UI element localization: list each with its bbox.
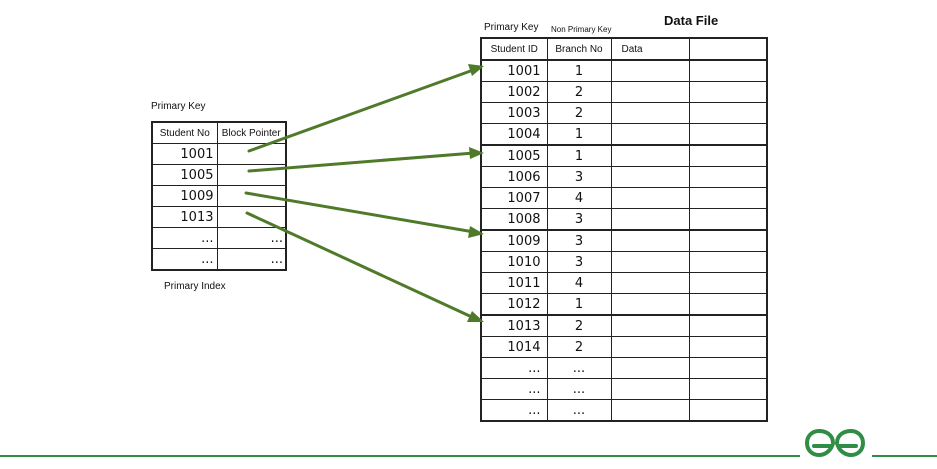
data-cell-extra [688,187,768,209]
data-student-id: 1008 [480,208,548,231]
arrowhead-1005 [469,147,484,159]
index-row: ...... [151,227,287,249]
data-cell-extra [688,102,768,124]
footer-line-left [0,455,800,457]
data-file-title: Data File [664,13,719,28]
index-student-no: ... [151,248,218,271]
data-row: ...... [480,399,768,422]
data-header-row: Student ID Branch No Data [480,37,768,61]
index-student-no: ... [151,227,218,249]
index-student-no: 1001 [151,143,218,165]
geeksforgeeks-logo-icon [804,428,866,458]
arrowhead-1009 [468,226,484,238]
index-header-row: Student No Block Pointer [151,121,287,144]
index-block-pointer: ... [216,248,287,271]
arrow-1001 [247,67,478,153]
data-branch-no: 2 [546,102,612,124]
index-block-pointer: ... [216,227,287,249]
index-row: ...... [151,248,287,271]
arrowhead-1001 [468,64,484,76]
data-caption-primary-key: Primary Key [484,22,539,33]
data-cell-extra [688,272,768,294]
data-row: ...... [480,378,768,400]
arrow-1013 [245,211,476,320]
index-caption-primary-key: Primary Key [151,101,206,112]
data-caption-non-primary-key: Non Primary Key [551,25,612,34]
data-student-id: ... [480,378,548,400]
arrow-1009 [244,191,476,234]
data-student-id: 1007 [480,187,548,209]
data-cell-extra [688,399,768,422]
footer-line-right [872,455,937,457]
data-branch-no: ... [546,399,612,422]
index-caption-primary-index: Primary Index [164,281,226,292]
data-student-id: 1014 [480,336,548,358]
arrow-1005 [247,151,476,173]
data-student-id: 1001 [480,59,548,82]
data-student-id: 1006 [480,166,548,188]
data-student-id: 1002 [480,81,548,103]
arrowhead-1013 [467,311,484,322]
data-student-id: 1011 [480,272,548,294]
data-cell-extra [688,378,768,400]
